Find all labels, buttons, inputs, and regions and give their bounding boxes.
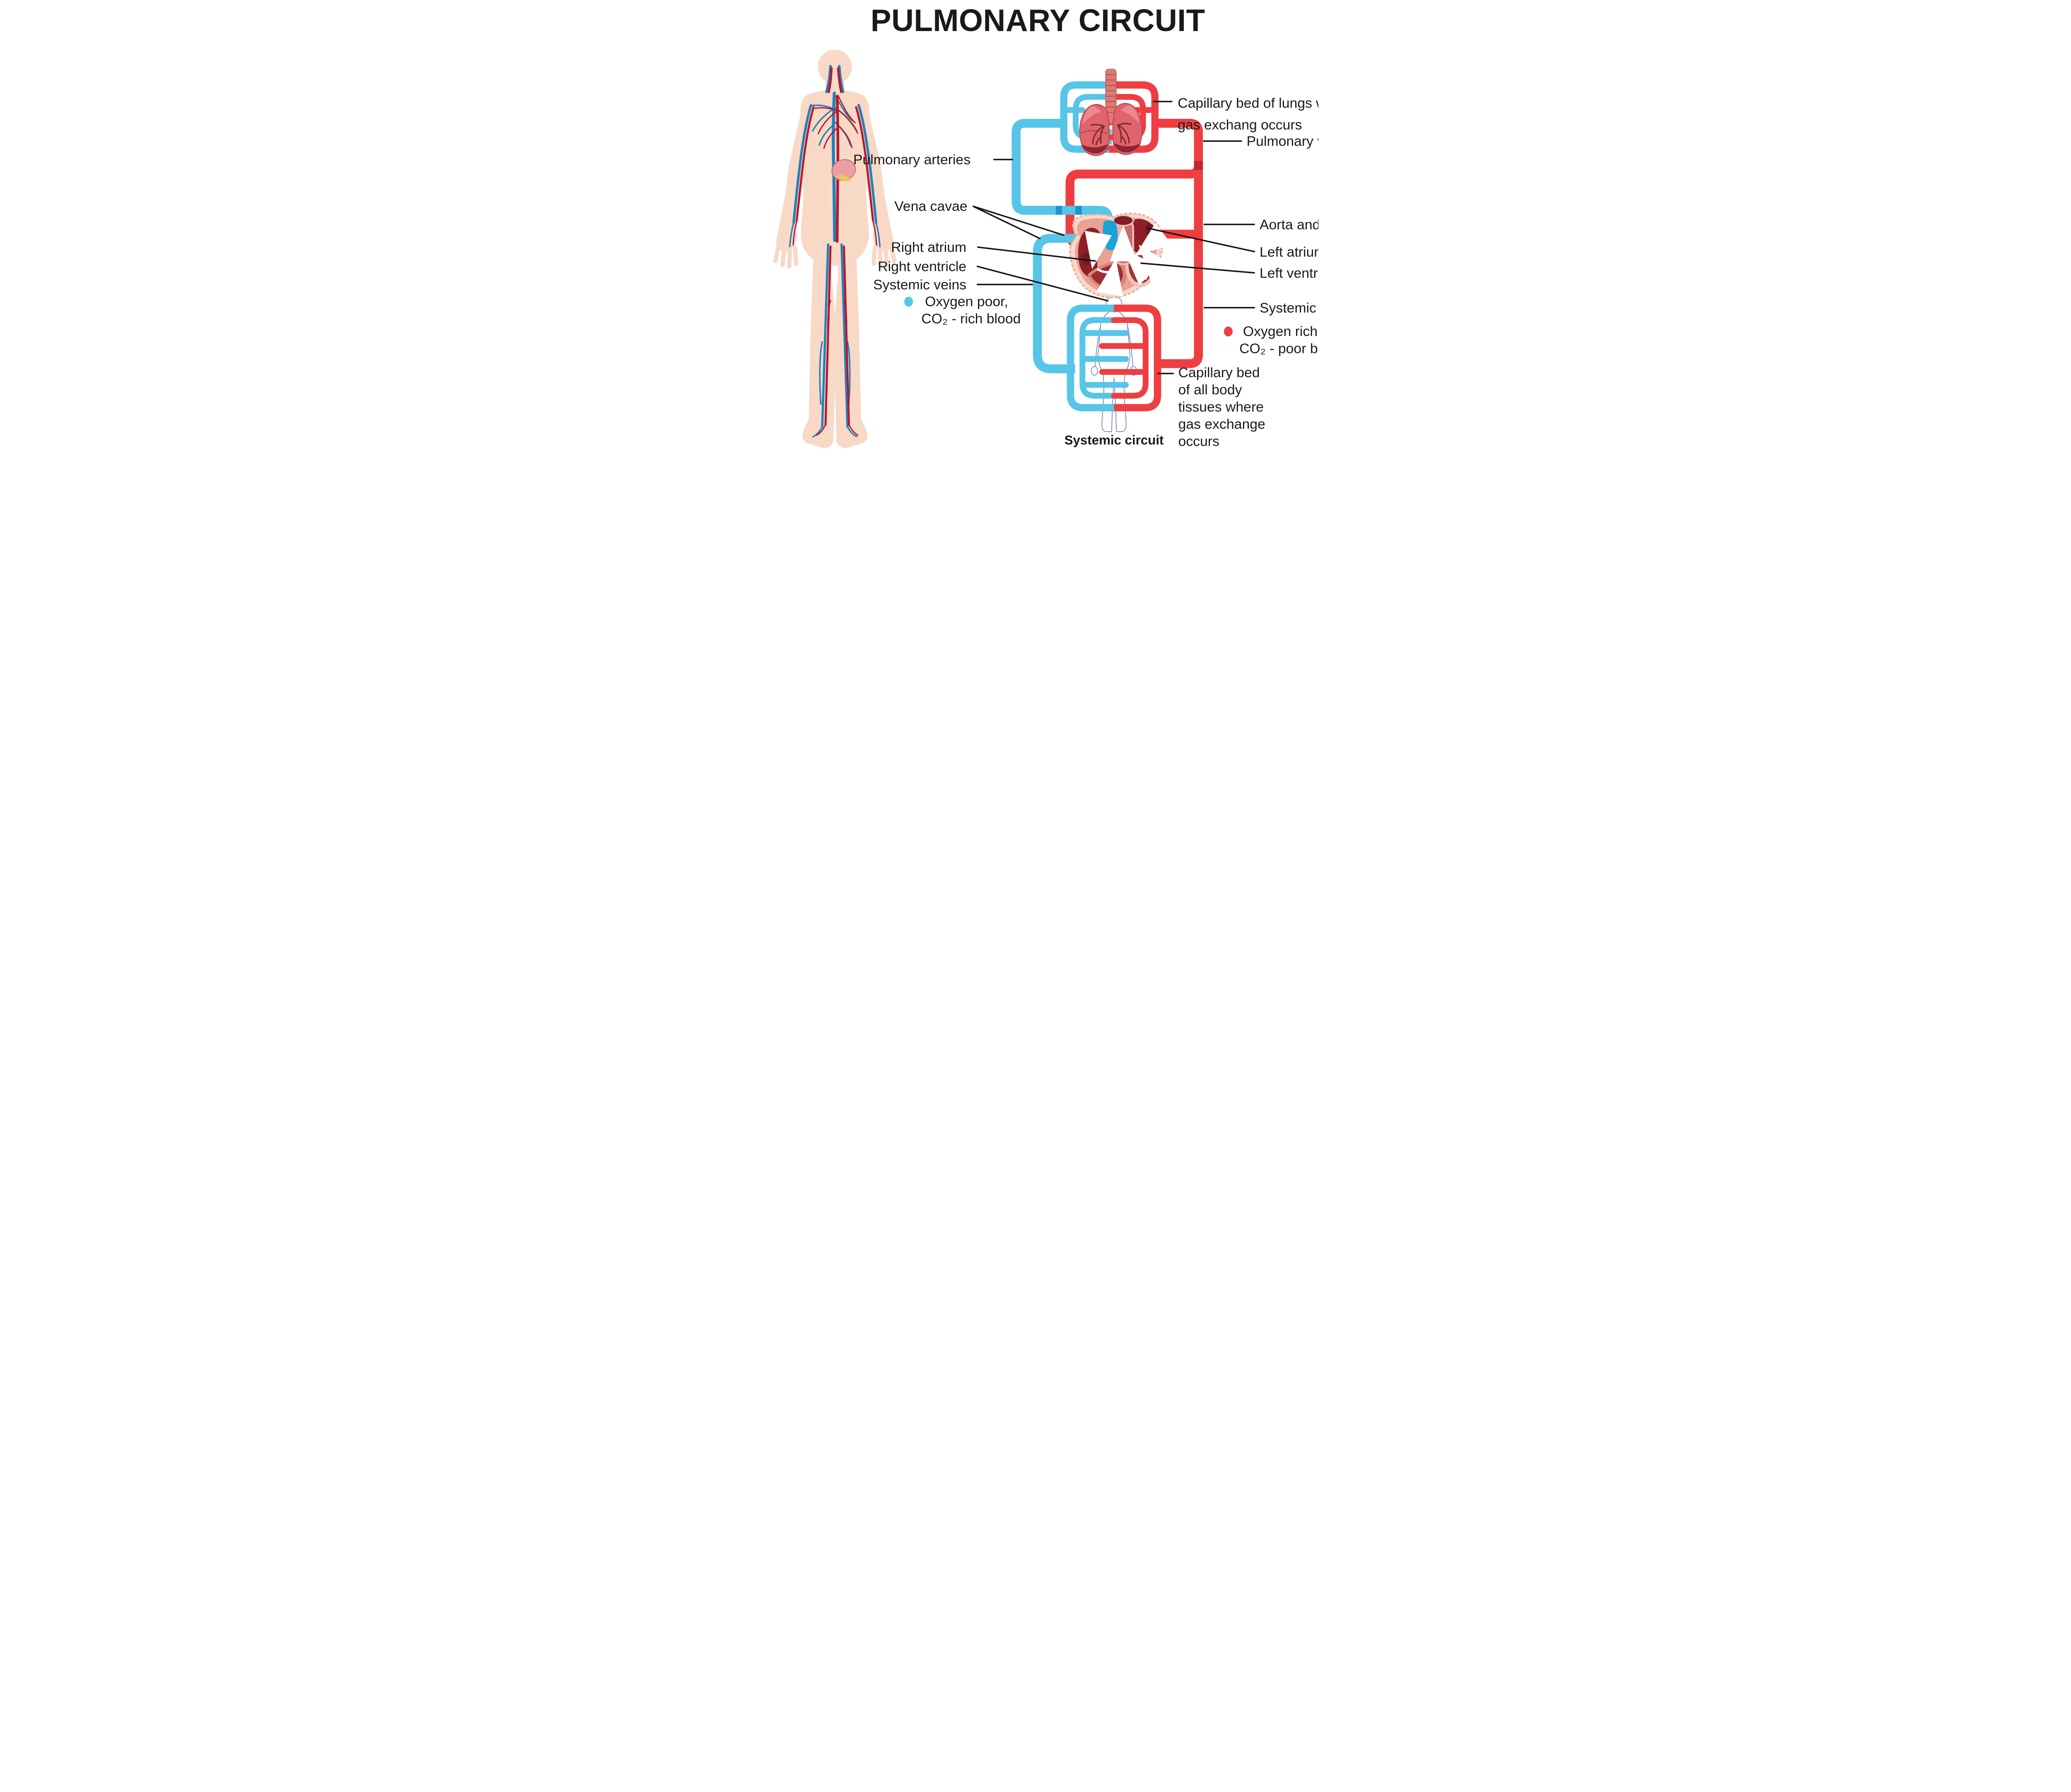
blue-connector-crossing-left: [1055, 205, 1062, 215]
aorta-systemic-artery-tube: [1154, 118, 1203, 368]
leader-left-ventricle: [1140, 262, 1255, 274]
label-aorta-branches: Aorta and branches: [1259, 217, 1318, 232]
label-capillary-lungs-line1: Capillary bed of lungs where: [1178, 95, 1318, 111]
label-systemic-arteries: Systemic arteries: [1259, 300, 1318, 316]
label-left-atrium: Left atrium: [1259, 244, 1318, 260]
pulmonary-circuit-poster: PULMONARY CIRCUIT Capillary bed of lungs…: [753, 0, 1318, 448]
lung-bed-frame-blue: [1060, 81, 1109, 153]
label-vena-cavae: Vena cavae: [894, 198, 967, 214]
lung-bed-frame-red: [1109, 81, 1159, 153]
body-bed-frame-red: [1114, 304, 1161, 411]
right-lung: [1112, 103, 1142, 155]
page-title: PULMONARY CIRCUIT: [870, 3, 1205, 38]
legend-dot-oxygen-rich: [1224, 326, 1233, 337]
label-capillary-body-line1: Capillary bed: [1178, 365, 1260, 380]
human-body-figure: [773, 50, 897, 448]
left-lung: [1079, 104, 1110, 156]
legend-oxygen-rich-line2: CO₂ - poor blood: [1239, 341, 1318, 356]
heart-flow-arrows: [1084, 223, 1172, 297]
vena-cava-tube: [1033, 234, 1092, 374]
body-capillary-bed: [1067, 304, 1161, 411]
leader-vena-cavae-2: [972, 205, 1041, 240]
leader-right-ventricle: [976, 266, 1108, 302]
blue-connector-crossing-right: [1075, 205, 1082, 215]
pulmonary-artery-tube: [1011, 118, 1113, 233]
label-capillary-body-line5: occurs: [1178, 433, 1219, 448]
legend-oxygen-poor-line1: Oxygen poor,: [925, 294, 1008, 309]
label-left-ventricle: Left ventricle: [1259, 265, 1318, 281]
label-systemic-circuit: Systemic circuit: [1064, 433, 1163, 447]
heart-illustration: [1069, 213, 1172, 299]
legend-oxygen-rich-line1: Oxygen rich,: [1243, 324, 1318, 339]
label-right-ventricle: Right ventricle: [878, 258, 966, 274]
legend-dot-oxygen-poor: [904, 297, 913, 307]
legend-oxygen-poor-line2: CO₂ - rich blood: [921, 311, 1021, 326]
body-arteries: [792, 67, 877, 436]
leader-vena-cavae-1: [972, 205, 1064, 236]
label-right-atrium: Right atrium: [891, 239, 966, 255]
label-capillary-body-line4: gas exchange: [1178, 416, 1265, 432]
leader-right-atrium: [977, 246, 1096, 262]
label-systemic-veins: Systemic veins: [873, 277, 966, 293]
leader-left-atrium: [1146, 227, 1255, 253]
leader-lines: [972, 101, 1255, 374]
heart-valve-lines: [1096, 254, 1135, 273]
heart-fat-patch: [835, 174, 852, 181]
label-capillary-lungs-line2: gas exchang occurs: [1178, 117, 1302, 133]
body-bed-frame-blue: [1067, 304, 1114, 411]
label-pulmonary-arteries: Pulmonary arteries: [853, 152, 970, 167]
label-capillary-body-line3: tissues where: [1178, 399, 1263, 415]
red-connector: [1194, 161, 1203, 170]
lungs-illustration: [1079, 69, 1142, 156]
label-pulmonary-veins: Pulmonary veins: [1246, 133, 1318, 149]
label-capillary-body-line2: of all body: [1178, 382, 1242, 398]
